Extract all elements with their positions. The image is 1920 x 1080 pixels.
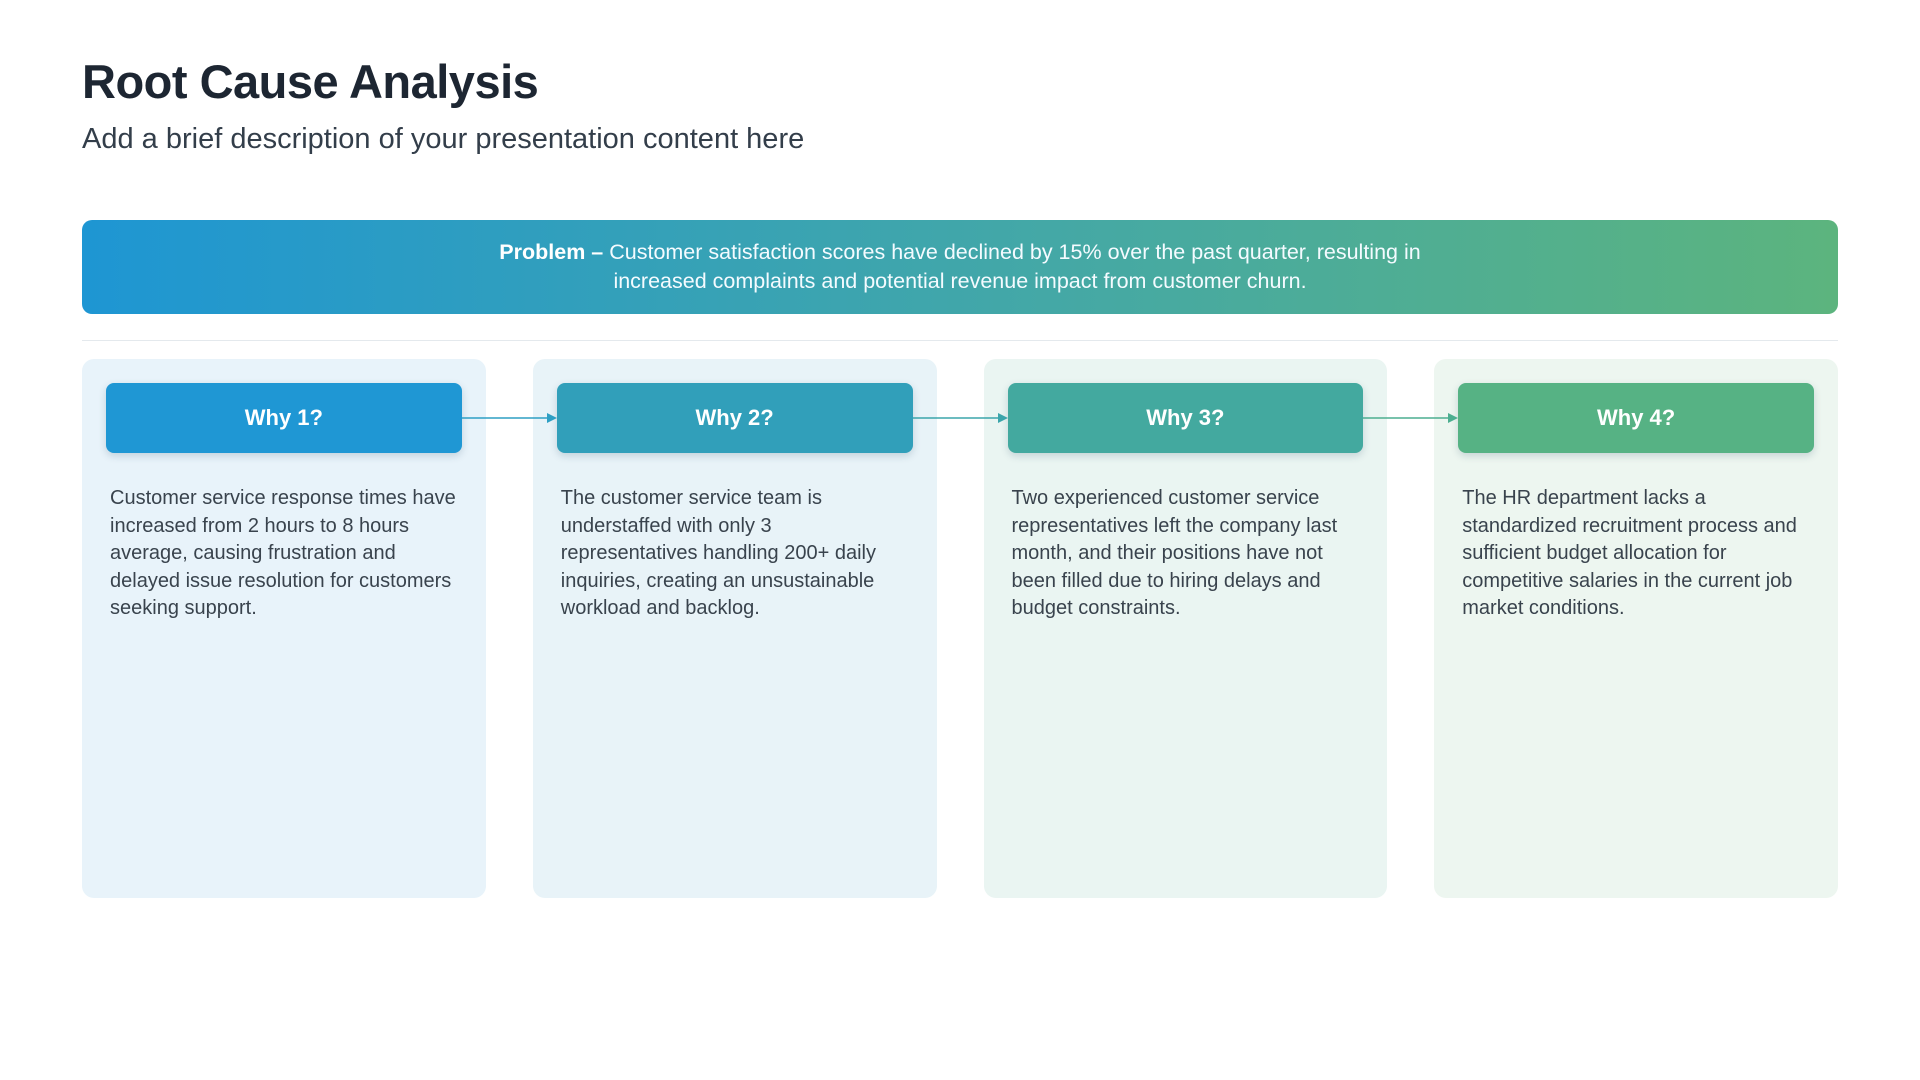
why-1-button[interactable]: Why 1? [106,383,462,454]
why-3-button[interactable]: Why 3? [1007,383,1364,454]
arrow-right-icon [1363,413,1459,424]
why-2-button[interactable]: Why 2? [556,383,913,454]
why-card-3: Why 3? Two experienced customer service … [983,359,1388,899]
why-2-button-label: Why 2? [695,405,774,431]
why-4-text: The HR department lacks a standardized r… [1462,487,1797,620]
why-3-text: Two experienced customer service represe… [1011,487,1338,620]
problem-banner-text: Problem – Customer satisfaction scores h… [470,238,1450,296]
why-column-4: Why 4? The HR department lacks a standar… [1434,359,1838,899]
arrow-right-icon [461,413,557,424]
problem-banner: Problem – Customer satisfaction scores h… [82,220,1838,315]
why-column-2: Why 2? The customer service team is unde… [532,359,1008,899]
arrow-right-icon [912,413,1008,424]
why-card-4: Why 4? The HR department lacks a standar… [1434,359,1838,899]
why-column-1: Why 1? Customer service response times h… [82,359,557,899]
why-2-text: The customer service team is understaffe… [560,487,876,620]
divider [82,340,1838,342]
whys-row: Why 1? Customer service response times h… [82,359,1838,899]
why-1-button-label: Why 1? [244,405,323,431]
problem-description: Customer satisfaction scores have declin… [609,240,1421,294]
page-title: Root Cause Analysis [82,55,539,108]
why-4-button[interactable]: Why 4? [1458,383,1814,454]
page-subtitle: Add a brief description of your presenta… [82,123,805,156]
why-card-2: Why 2? The customer service team is unde… [532,359,937,899]
why-3-button-label: Why 3? [1146,405,1225,431]
why-1-text: Customer service response times have inc… [110,487,456,620]
why-card-1: Why 1? Customer service response times h… [82,359,486,899]
why-column-3: Why 3? Two experienced customer service … [983,359,1459,899]
why-4-button-label: Why 4? [1597,405,1676,431]
problem-label: Problem – [499,240,604,265]
